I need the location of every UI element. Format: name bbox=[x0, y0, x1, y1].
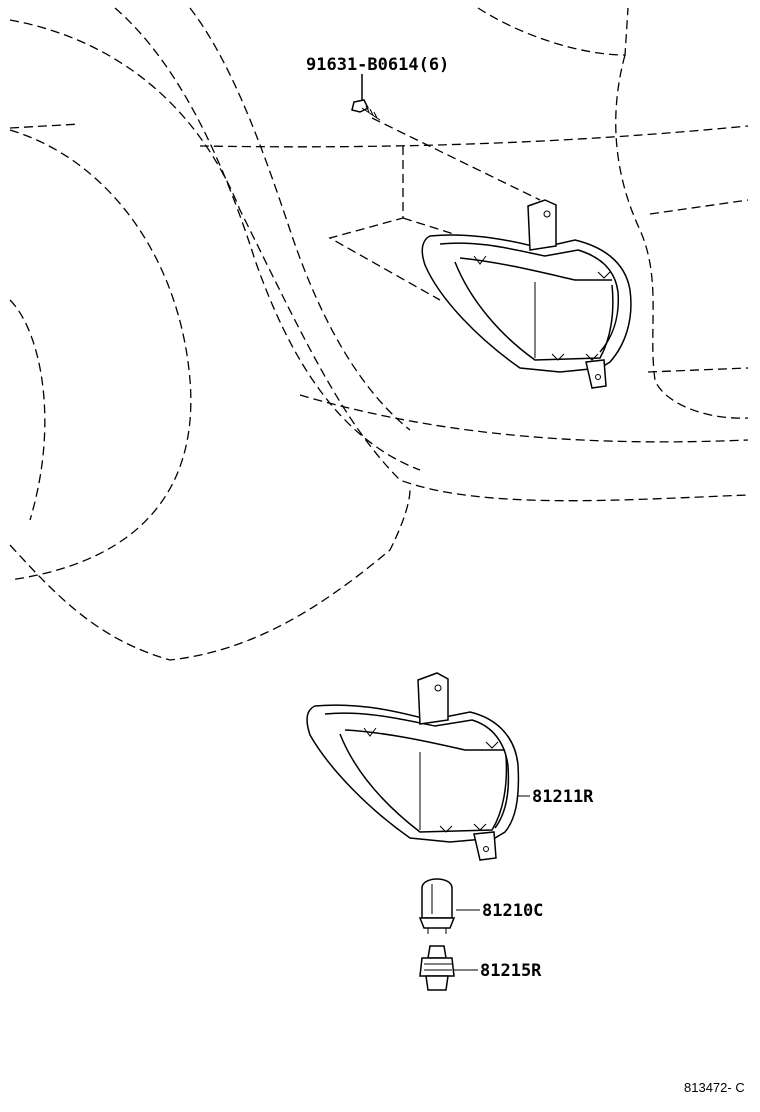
part-label-socket: 81215R bbox=[480, 961, 542, 981]
figure-reference: 813472- C bbox=[684, 1080, 745, 1095]
part-label-bulb: 81210C bbox=[482, 901, 543, 921]
bolt-icon bbox=[351, 74, 381, 121]
vehicle-body-outline bbox=[9, 7, 749, 661]
part-label-lamp: 81211R bbox=[532, 787, 594, 807]
socket-icon bbox=[419, 945, 455, 991]
part-label-bolt: 91631-B0614(6) bbox=[306, 55, 449, 75]
lamp-assembly-drawing bbox=[306, 672, 520, 861]
bulb-icon bbox=[418, 878, 456, 934]
installed-lamp-drawing bbox=[421, 199, 632, 389]
